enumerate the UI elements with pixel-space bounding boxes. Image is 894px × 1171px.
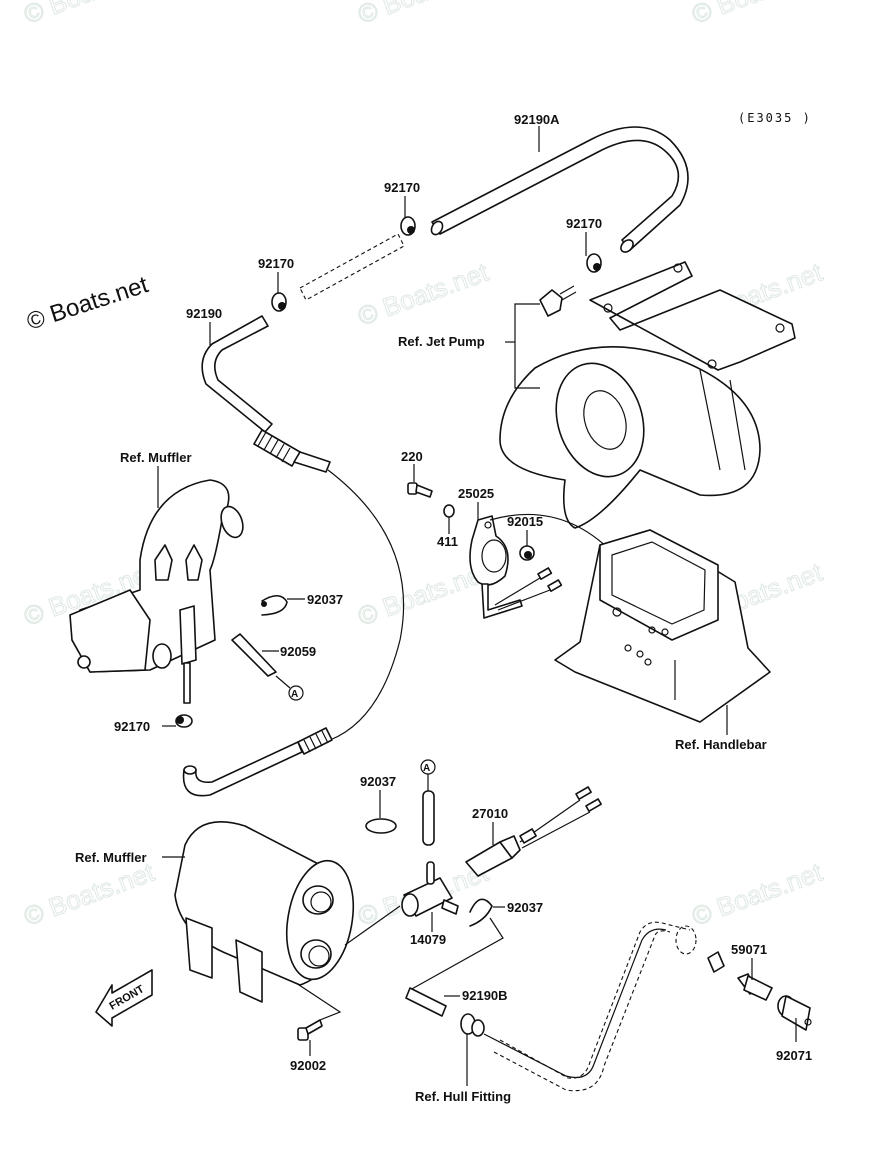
watermark: © Boats.net bbox=[354, 257, 493, 332]
hose-dashed-section bbox=[299, 233, 405, 301]
watermark: © Boats.net bbox=[354, 0, 493, 30]
plug-92071[interactable] bbox=[777, 995, 812, 1031]
part-label-92170-lower: 92170 bbox=[114, 719, 150, 734]
jet-pump[interactable] bbox=[499, 261, 796, 529]
part-label-92190A: 92190A bbox=[514, 112, 560, 127]
ref-muffler-upper: Ref. Muffler bbox=[120, 450, 192, 465]
part-label-92190: 92190 bbox=[186, 306, 222, 321]
part-label-92037-upper: 92037 bbox=[307, 592, 343, 607]
bolt-92002[interactable] bbox=[297, 1019, 323, 1041]
ref-jet-pump: Ref. Jet Pump bbox=[398, 334, 485, 349]
part-label-92190B: 92190B bbox=[462, 988, 508, 1003]
hull-tube-dashed bbox=[483, 921, 697, 1092]
part-label-25025: 25025 bbox=[458, 486, 494, 501]
part-label-92170-right: 92170 bbox=[566, 216, 602, 231]
watermark: © Boats.net bbox=[688, 857, 827, 932]
connector-marker-a-lower: A bbox=[420, 759, 436, 775]
hull-fitting[interactable] bbox=[460, 1013, 485, 1037]
hose-lower-elbow[interactable] bbox=[182, 727, 333, 797]
hose-92190B[interactable] bbox=[405, 987, 447, 1017]
handlebar-base[interactable] bbox=[554, 529, 771, 723]
ref-muffler-lower: Ref. Muffler bbox=[75, 850, 147, 865]
clamp-92170-right[interactable] bbox=[586, 253, 602, 273]
sleeve[interactable] bbox=[707, 951, 725, 973]
clamp-92037-lower[interactable] bbox=[469, 898, 493, 927]
part-label-220: 220 bbox=[401, 449, 423, 464]
part-label-27010: 27010 bbox=[472, 806, 508, 821]
copyright-mark: © Boats.net bbox=[24, 271, 152, 336]
part-label-92002: 92002 bbox=[290, 1058, 326, 1073]
clamp-92170-left[interactable] bbox=[271, 292, 287, 312]
part-label-92015: 92015 bbox=[507, 514, 543, 529]
svg-text:A: A bbox=[291, 689, 298, 700]
part-label-92170-top: 92170 bbox=[384, 180, 420, 195]
watermark: © Boats.net bbox=[20, 0, 159, 30]
part-label-92170-left: 92170 bbox=[258, 256, 294, 271]
connector-marker-a-upper: A bbox=[288, 685, 304, 701]
clamp-92170-lower[interactable] bbox=[175, 662, 193, 728]
routing-line bbox=[327, 469, 405, 741]
ref-hull-fitting: Ref. Hull Fitting bbox=[415, 1089, 511, 1104]
part-label-92071: 92071 bbox=[776, 1048, 812, 1063]
part-label-14079: 14079 bbox=[410, 932, 446, 947]
ref-handlebar: Ref. Handlebar bbox=[675, 737, 767, 752]
front-direction-arrow: FRONT bbox=[95, 969, 153, 1027]
part-label-92037-lower: 92037 bbox=[507, 900, 543, 915]
muffler-upper[interactable] bbox=[69, 479, 247, 673]
leader-arrow bbox=[489, 513, 613, 553]
fitting-14079[interactable] bbox=[401, 861, 459, 917]
hose-92190[interactable] bbox=[201, 315, 331, 473]
part-label-92037-mid: 92037 bbox=[360, 774, 396, 789]
nut-92015[interactable] bbox=[519, 545, 535, 561]
part-label-92059: 92059 bbox=[280, 644, 316, 659]
bolt-220[interactable] bbox=[407, 482, 433, 498]
hose-92059[interactable] bbox=[231, 633, 277, 677]
part-label-411: 411 bbox=[437, 534, 458, 549]
clamp-92037-mid[interactable] bbox=[365, 818, 397, 834]
washer-411[interactable] bbox=[443, 504, 455, 518]
svg-text:A: A bbox=[423, 763, 430, 774]
muffler-lower[interactable] bbox=[174, 821, 362, 1003]
hose-92190A[interactable] bbox=[429, 126, 689, 254]
watermark: © Boats.net bbox=[688, 0, 827, 30]
clamp-92037-upper[interactable] bbox=[261, 594, 288, 616]
part-label-59071: 59071 bbox=[731, 942, 767, 957]
fitting-59071[interactable] bbox=[737, 973, 773, 1001]
diagram-code: (E3035 ) bbox=[738, 111, 812, 125]
clamp-92170-top[interactable] bbox=[400, 216, 416, 236]
hose-a-segment[interactable] bbox=[422, 790, 435, 846]
sensor-27010[interactable] bbox=[465, 786, 602, 877]
watermark: © Boats.net bbox=[20, 857, 159, 932]
sensor-25025[interactable] bbox=[469, 515, 563, 619]
